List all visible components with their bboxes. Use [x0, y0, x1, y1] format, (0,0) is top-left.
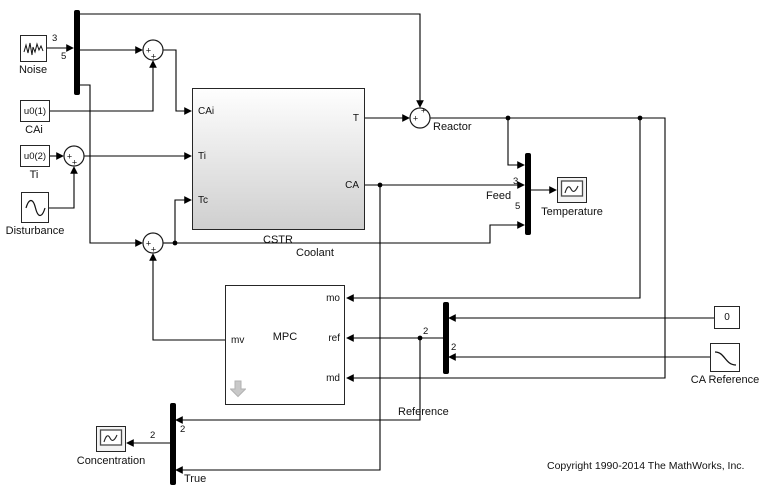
sum-block-coolant[interactable]: + +	[142, 232, 164, 255]
wire-demux-to-coolant-sum[interactable]	[79, 84, 143, 247]
plus-sign: +	[146, 239, 151, 249]
cstr-block[interactable]: CAi Ti Tc T CA	[192, 88, 365, 230]
ti-constant-block[interactable]: u0(2)	[20, 145, 50, 167]
wire-reactor-branch-to-mpc-md[interactable]	[346, 117, 666, 382]
ca-reference-block[interactable]	[710, 343, 740, 372]
plus-sign: +	[67, 152, 72, 162]
wire-mpc-mv-to-coolant-sum[interactable]	[149, 253, 225, 341]
noise-label[interactable]: Noise	[18, 64, 48, 76]
sum-block-cai-noise[interactable]: + +	[142, 39, 164, 62]
wire-disturbance-to-sum[interactable]	[49, 166, 78, 209]
feed-label[interactable]: Feed	[486, 190, 512, 202]
true-label[interactable]: True	[184, 473, 207, 485]
cstr-port-cai: CAi	[198, 106, 215, 117]
concentration-label[interactable]: Concentration	[76, 455, 146, 467]
plus-sign: +	[72, 158, 77, 168]
mpc-title: MPC	[272, 331, 298, 343]
wire-demux-to-reactor-sum[interactable]	[79, 13, 424, 108]
plus-sign: +	[413, 114, 418, 124]
signal-width-label: 5	[515, 201, 521, 212]
noise-block[interactable]	[20, 35, 47, 62]
plus-sign: +	[151, 245, 156, 255]
coolant-label[interactable]: Coolant	[296, 247, 334, 259]
wire-cai-const-to-sum[interactable]	[49, 60, 157, 112]
wire-reactor-to-mpc-mo[interactable]	[346, 117, 641, 302]
junction-dot	[505, 115, 511, 121]
cstr-port-ti: Ti	[198, 151, 206, 162]
junction-dot	[172, 240, 178, 246]
concentration-scope-block[interactable]	[96, 426, 126, 452]
sum-block-ti-disturbance[interactable]: + +	[63, 145, 85, 168]
junction-dot	[637, 115, 643, 121]
cstr-label[interactable]: CSTR	[263, 234, 293, 246]
ti-label[interactable]: Ti	[29, 169, 39, 181]
scope-display-icon	[560, 180, 583, 197]
copyright-text: Copyright 1990-2014 The MathWorks, Inc.	[547, 460, 745, 472]
mpc-port-ref: ref	[328, 333, 340, 344]
signal-width-label: 2	[180, 424, 186, 435]
signal-width-label: 2	[423, 326, 429, 337]
plus-sign: +	[421, 106, 426, 116]
cstr-port-ca: CA	[345, 180, 359, 191]
plus-sign: +	[151, 52, 156, 62]
down-arrow-icon	[230, 380, 246, 398]
wire-ref-to-true-mux[interactable]	[175, 338, 421, 424]
reactor-label[interactable]: Reactor	[433, 121, 472, 133]
demux-bar-noise[interactable]	[74, 10, 80, 95]
ca-reference-label[interactable]: CA Reference	[690, 374, 760, 386]
mpc-port-mv: mv	[231, 335, 245, 346]
mux-bar-true[interactable]	[170, 403, 176, 485]
wire-sum-to-cstr-cai[interactable]	[163, 49, 192, 115]
cai-label[interactable]: CAi	[25, 124, 43, 136]
mpc-block[interactable]: mv mo ref md MPC	[225, 285, 345, 405]
mux-bar-reference[interactable]	[443, 302, 449, 374]
mux-bar-feed[interactable]	[525, 153, 531, 235]
signal-width-label: 3	[52, 33, 58, 44]
scope-display-icon	[99, 429, 122, 446]
temperature-label[interactable]: Temperature	[541, 206, 603, 218]
signal-curve-icon	[714, 350, 736, 366]
mpc-port-mo: mo	[326, 293, 340, 304]
cai-constant-block[interactable]: u0(1)	[20, 100, 50, 122]
cstr-port-t: T	[352, 113, 359, 124]
disturbance-label[interactable]: Disturbance	[5, 225, 65, 237]
wire-coolant-to-feed-mux[interactable]	[175, 221, 525, 244]
junction-dot	[377, 182, 383, 188]
mpc-port-md: md	[326, 373, 340, 384]
wire-reactor-branch-to-feed-mux[interactable]	[507, 118, 525, 169]
junction-dot	[417, 335, 423, 341]
disturbance-block[interactable]	[21, 192, 49, 223]
plus-sign: +	[146, 46, 151, 56]
sine-wave-icon	[24, 199, 46, 216]
signal-width-label: 2	[150, 430, 156, 441]
noise-waveform-icon	[23, 41, 43, 55]
signal-width-label: 2	[451, 342, 457, 353]
zero-constant-block[interactable]: 0	[714, 306, 740, 329]
temperature-scope-block[interactable]	[557, 177, 587, 203]
reference-label[interactable]: Reference	[398, 406, 449, 418]
cstr-port-tc: Tc	[198, 195, 208, 206]
signal-width-label: 5	[61, 51, 67, 62]
wire-ca-to-true-mux[interactable]	[175, 185, 381, 474]
wire-coolant-to-cstr-tc[interactable]	[174, 196, 192, 243]
signal-width-label: 3	[513, 176, 519, 187]
sum-block-reactor[interactable]: + +	[409, 106, 431, 129]
